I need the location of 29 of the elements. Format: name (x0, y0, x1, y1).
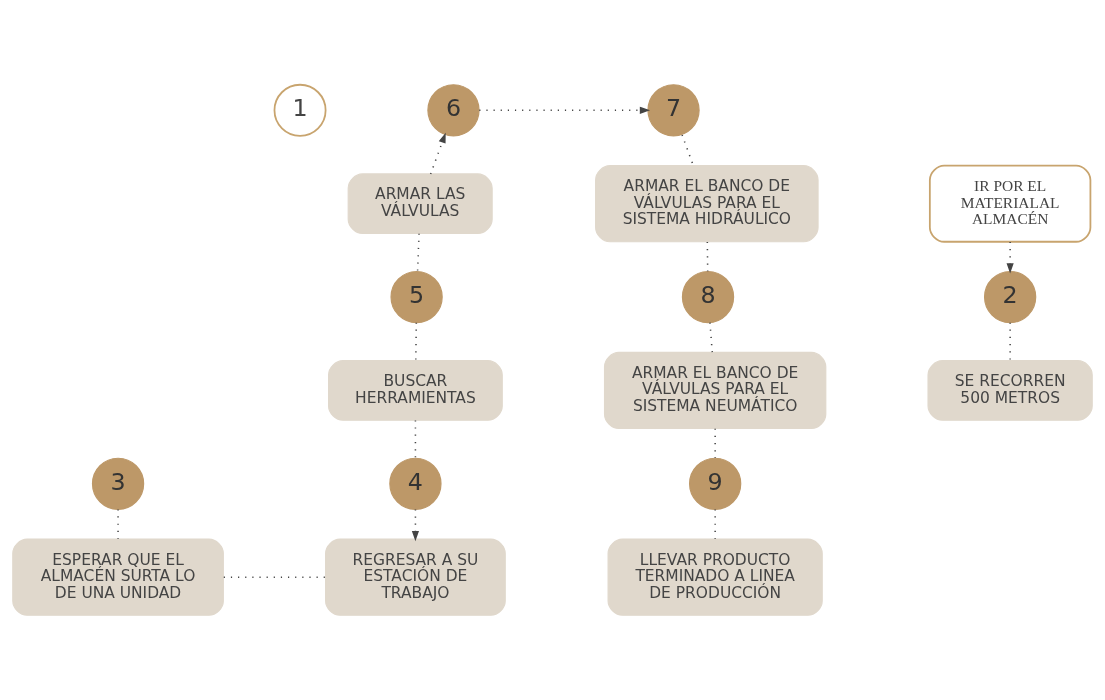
arrow (429, 132, 446, 175)
connector (714, 427, 716, 459)
node-box: BUSCAR HERRAMIENTAS (328, 360, 503, 421)
node-circle: 2 (983, 270, 1037, 324)
node-box: ARMAR EL BANCO DE VÁLVULAS PARA EL SISTEMA HIDRÁULICO (595, 165, 819, 243)
node-box: REGRESAR A SU ESTACIÓN DE TRABAJO (325, 538, 506, 616)
node-circle: 1 (273, 83, 327, 137)
connector (117, 508, 119, 540)
node-circle: 3 (91, 457, 145, 510)
node-box: SE RECORREN 500 METROS (927, 360, 1093, 421)
node-box: LLEVAR PRODUCTO TERMINADO A LINEA DE PRODUCCIÓN (607, 538, 823, 616)
connector (414, 419, 417, 459)
connector (223, 576, 327, 578)
arrow (1006, 241, 1014, 274)
node-circle: 9 (689, 457, 742, 510)
node-circle: 5 (390, 270, 443, 324)
connector (416, 232, 420, 273)
node-circle: 7 (647, 84, 700, 137)
node-box: ARMAR EL BANCO DE VÁLVULAS PARA EL SISTEMA NEUMÁTICO (603, 351, 827, 430)
connector (714, 508, 716, 540)
node-circle: 6 (427, 84, 480, 137)
node-circle: 4 (389, 457, 442, 510)
node-circle: 8 (681, 270, 735, 324)
node-box: ARMAR LAS VÁLVULAS (347, 173, 493, 235)
connector (706, 241, 709, 272)
node-box: IR POR EL MATERIALAL ALMACÉN (928, 164, 1092, 243)
arrow (411, 508, 419, 542)
arrow (478, 106, 651, 114)
node-box: ESPERAR QUE EL ALMACÉN SURTA LO DE UNA UNIDAD (12, 538, 224, 616)
